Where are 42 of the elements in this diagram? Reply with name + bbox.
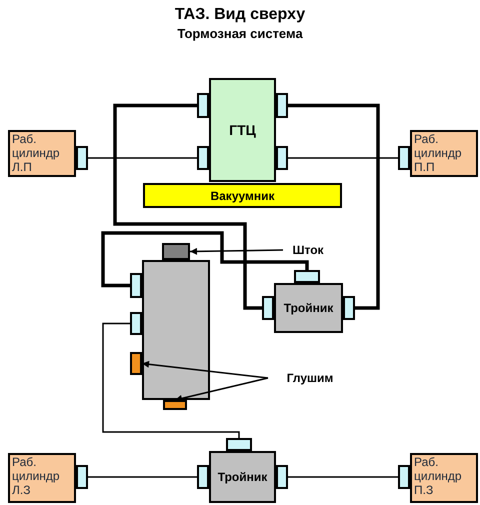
pipe-line [88, 476, 197, 478]
diagram-title: ТАЗ. Вид сверху [174, 5, 306, 25]
regulator-body [142, 260, 210, 400]
wheel-cylinder-box: Раб. цилиндр Л.З [8, 453, 76, 503]
wheel-cylinder-box: Раб. цилиндр П.П [410, 130, 478, 177]
port-fitting [76, 146, 88, 170]
port-fitting [262, 296, 274, 320]
port-fitting [276, 93, 288, 118]
pipe-line [288, 157, 398, 159]
port-fitting [226, 438, 252, 451]
pipe-line [88, 157, 197, 159]
pipe-line [102, 322, 240, 438]
port-fitting [276, 465, 288, 489]
pipe-line [113, 104, 262, 310]
callout-text: Шток [283, 241, 333, 259]
wheel-cylinder-box: Раб. цилиндр Л.П [8, 130, 76, 177]
wheel-cylinder-box: Раб. цилиндр П.З [410, 453, 478, 503]
port-fitting [398, 465, 410, 489]
rod-block [162, 243, 190, 260]
port-fitting [197, 93, 209, 118]
port-fitting [197, 465, 209, 489]
plug [163, 400, 187, 410]
port-fitting [276, 146, 288, 170]
plug [130, 352, 142, 375]
port-fitting [398, 146, 410, 170]
diagram-subtitle: Тормозная система [176, 25, 304, 43]
port-fitting [76, 465, 88, 489]
port-fitting [343, 296, 355, 320]
master-cylinder-box: ГТЦ [209, 78, 276, 182]
tee-fitting-box: Тройник [209, 451, 276, 503]
pipe-line [101, 231, 309, 288]
pipe-line [288, 476, 398, 478]
leader-arrow [190, 248, 284, 255]
port-fitting [197, 146, 209, 170]
port-fitting [130, 312, 142, 335]
leader-arrow [142, 360, 268, 379]
callout-text: Глушим [268, 368, 352, 388]
tee-fitting-box: Тройник [274, 283, 343, 333]
pipe-line [288, 104, 380, 310]
port-fitting [130, 273, 142, 298]
port-fitting [294, 270, 320, 283]
vacuum-booster-bar: Вакуумник [143, 183, 342, 208]
